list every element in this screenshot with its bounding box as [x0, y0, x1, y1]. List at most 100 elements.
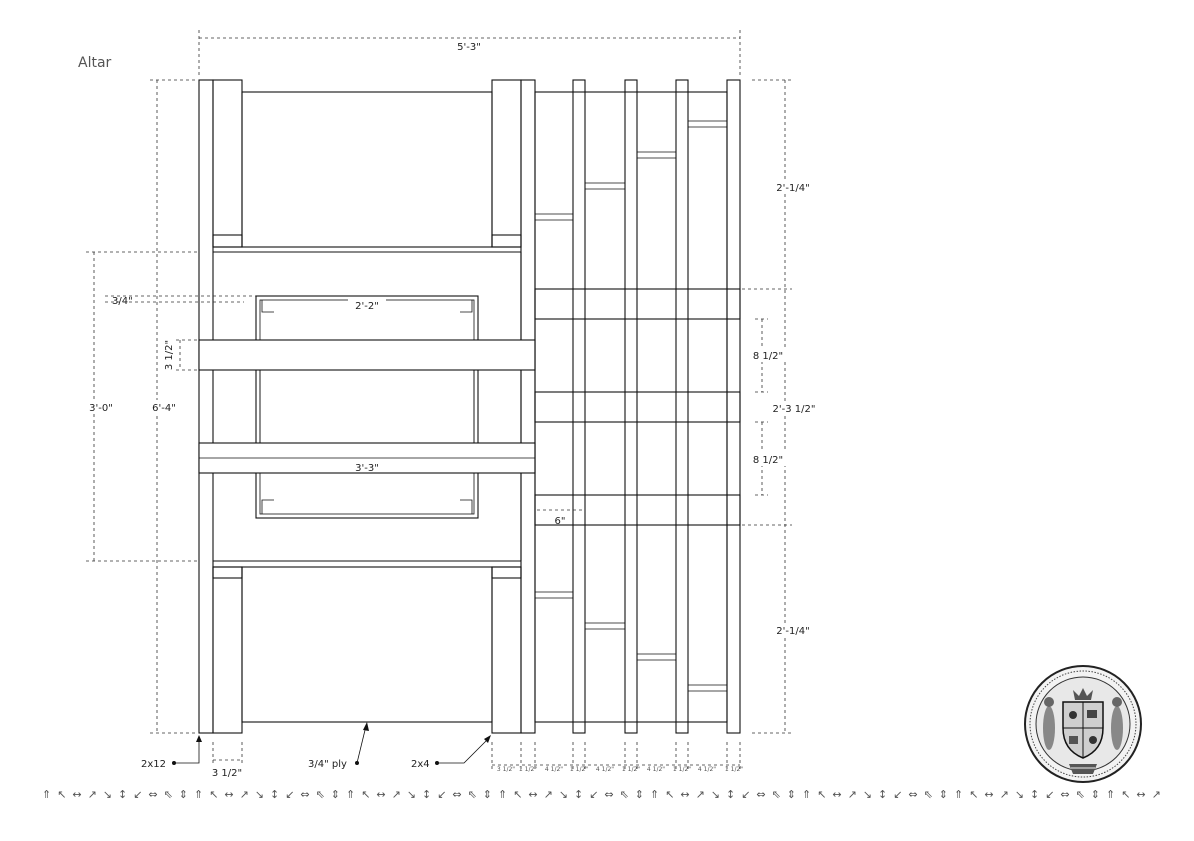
border-glyph: ↘: [1015, 788, 1024, 801]
border-glyph: ⇔: [148, 788, 157, 801]
border-glyph: ↕: [422, 788, 431, 801]
border-glyph: ↖: [1121, 788, 1130, 801]
border-glyph: ↔: [224, 788, 233, 801]
border-glyph: ↗: [544, 788, 553, 801]
border-glyph: ↕: [574, 788, 583, 801]
dim-bottom-stud: 3 1/2": [212, 742, 243, 779]
callout-2x4: 2x4: [411, 735, 491, 770]
decorative-glyph-border: ⇑↖↔↗↘↕↙⇔⇖⇕⇑↖↔↗↘↕↙⇔⇖⇕⇑↖↔↗↘↕↙⇔⇖⇕⇑↖↔↗↘↕↙⇔⇖⇕…: [42, 788, 1161, 801]
dim-right-chain: 2'-1/4" 2'-3 1/2" 2'-1/4": [742, 79, 824, 734]
border-glyph: ⇔: [452, 788, 461, 801]
dim-gaps: 8 1/2" 8 1/2": [750, 318, 786, 496]
dim-right-middle-label: 2'-3 1/2": [773, 404, 816, 415]
border-glyph: ⇑: [498, 788, 507, 801]
border-glyph: ↕: [1030, 788, 1039, 801]
border-glyph: ⇖: [924, 788, 933, 801]
border-glyph: ↖: [57, 788, 66, 801]
dim-crossbar: 6": [537, 509, 585, 527]
border-glyph: ↙: [1045, 788, 1054, 801]
border-glyph: ↔: [1136, 788, 1145, 801]
dim-right-top-label: 2'-1/4": [776, 183, 809, 194]
bottom-dim-9: 1 1/2": [725, 766, 743, 773]
border-glyph: ⇑: [1106, 788, 1115, 801]
dim-right-bottom-label: 2'-1/4": [776, 626, 809, 637]
border-glyph: ⇔: [300, 788, 309, 801]
border-glyph: ⇖: [620, 788, 629, 801]
border-glyph: ↘: [711, 788, 720, 801]
border-glyph: ↗: [1152, 788, 1161, 801]
dim-bottom-stud-label: 3 1/2": [212, 768, 242, 779]
border-glyph: ⇑: [42, 788, 51, 801]
dim-bottom-chain: 3 1/2" 1 1/2" 4 1/2" 1 1/2" 4 1/2" 1 1/2…: [491, 742, 743, 773]
border-glyph: ↔: [72, 788, 81, 801]
dim-ply-inset-label: 3/4": [112, 296, 133, 307]
border-glyph: ↙: [285, 788, 294, 801]
border-glyph: ↔: [680, 788, 689, 801]
border-glyph: ↗: [240, 788, 249, 801]
border-glyph: ↕: [726, 788, 735, 801]
center-box: [255, 295, 479, 519]
border-glyph: ↖: [361, 788, 370, 801]
dim-ply-inset: 3/4": [105, 295, 256, 307]
bottom-dim-2: 4 1/2": [545, 766, 563, 773]
callout-plywood-label: 3/4" ply: [308, 759, 347, 770]
bottom-dim-6: 4 1/2": [647, 766, 665, 773]
border-glyph: ↗: [1000, 788, 1009, 801]
border-glyph: ↖: [209, 788, 218, 801]
border-glyph: ↗: [392, 788, 401, 801]
border-glyph: ↘: [407, 788, 416, 801]
border-glyph: ⇕: [635, 788, 644, 801]
middle-stile: [491, 79, 536, 734]
border-glyph: ↔: [528, 788, 537, 801]
left-stile: [198, 79, 243, 734]
border-glyph: ↙: [741, 788, 750, 801]
border-glyph: ↖: [817, 788, 826, 801]
dim-center-section-label: 3'-0": [89, 403, 113, 414]
border-glyph: ↕: [118, 788, 127, 801]
border-glyph: ↘: [559, 788, 568, 801]
border-glyph: ↕: [878, 788, 887, 801]
bottom-dim-3: 1 1/2": [570, 766, 588, 773]
border-glyph: ↔: [984, 788, 993, 801]
border-glyph: ⇔: [604, 788, 613, 801]
dim-stud-depth: 3 1/2": [164, 339, 197, 371]
dim-overall-height-label: 6'-4": [152, 403, 176, 414]
border-glyph: ↙: [437, 788, 446, 801]
dim-overall-height: 6'-4": [146, 79, 197, 734]
dim-board-length-label: 3'-3": [355, 463, 379, 474]
border-glyph: ⇕: [787, 788, 796, 801]
border-glyph: ⇕: [939, 788, 948, 801]
border-glyph: ⇑: [194, 788, 203, 801]
border-glyph: ↖: [969, 788, 978, 801]
callout-2x12-label: 2x12: [141, 759, 166, 770]
border-glyph: ⇔: [908, 788, 917, 801]
crest-seal-icon: [1024, 665, 1142, 783]
border-glyph: ↖: [513, 788, 522, 801]
cross-boards-left: [198, 339, 536, 474]
border-glyph: ↘: [863, 788, 872, 801]
border-glyph: ↙: [133, 788, 142, 801]
top-ply-panel: [213, 91, 521, 253]
border-glyph: ↗: [696, 788, 705, 801]
border-glyph: ⇖: [1076, 788, 1085, 801]
bottom-dim-1: 1 1/2": [519, 766, 537, 773]
bottom-dim-8: 4 1/2": [698, 766, 716, 773]
border-glyph: ⇑: [954, 788, 963, 801]
border-glyph: ↗: [88, 788, 97, 801]
border-glyph: ⇔: [756, 788, 765, 801]
bottom-dim-4: 4 1/2": [596, 766, 614, 773]
callout-plywood: 3/4" ply: [308, 722, 369, 770]
dim-inner-width: 2'-2": [348, 299, 386, 312]
dim-board-length: 3'-3": [355, 463, 379, 474]
border-glyph: ↔: [832, 788, 841, 801]
right-slats: [534, 79, 741, 734]
dim-gap-lower-label: 8 1/2": [753, 455, 783, 466]
dim-crossbar-label: 6": [555, 516, 566, 527]
border-glyph: ↙: [589, 788, 598, 801]
bottom-dim-7: 1 1/2": [673, 766, 691, 773]
bottom-ply-panel: [213, 560, 521, 723]
bottom-dim-5: 1 1/2": [622, 766, 640, 773]
border-glyph: ⇖: [468, 788, 477, 801]
dim-top-width-label: 5'-3": [457, 42, 481, 53]
